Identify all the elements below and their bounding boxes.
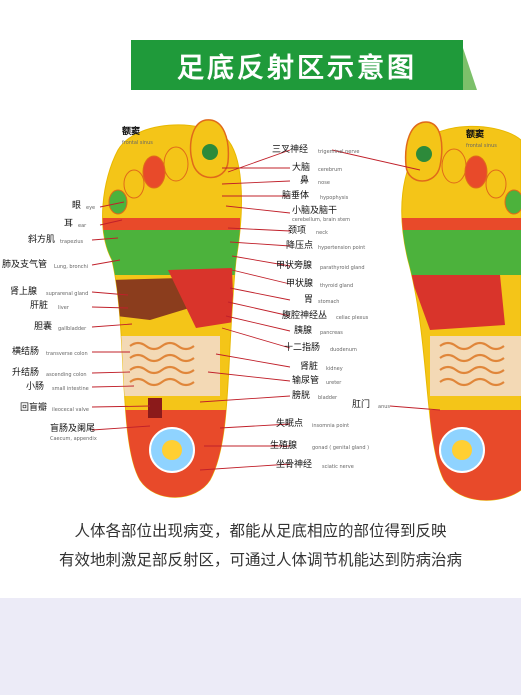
left-heel-gonad-core bbox=[162, 440, 182, 460]
right-shoulder-zone bbox=[401, 218, 521, 230]
left-liver-zone bbox=[108, 278, 196, 320]
right-organ-zone bbox=[410, 275, 505, 330]
right-foot bbox=[401, 121, 521, 501]
right-toe-2 bbox=[441, 148, 467, 184]
left-lung-zone bbox=[102, 230, 240, 275]
right-intestine-coils bbox=[439, 341, 505, 387]
title-banner: 足底反射区示意图 bbox=[131, 40, 463, 90]
foot-reflexology-diagram bbox=[91, 119, 521, 501]
right-toe-3 bbox=[464, 155, 488, 189]
left-shoulder-zone bbox=[102, 218, 240, 230]
leader-lines bbox=[91, 149, 441, 471]
right-colon-zone bbox=[430, 336, 521, 396]
left-toe-5 bbox=[108, 189, 128, 215]
right-toe-5 bbox=[504, 189, 521, 215]
left-pituitary-zone bbox=[202, 144, 218, 160]
caption-line-1: 人体各部位出现病变，都能从足底相应的部位得到反映 bbox=[74, 522, 447, 540]
caption-line-2: 有效地刺激足部反射区，可通过人体调节机能达到防病治病 bbox=[58, 551, 462, 569]
title-banner-shadow bbox=[463, 48, 477, 90]
right-toe-4 bbox=[485, 169, 507, 199]
right-pituitary-zone bbox=[416, 146, 432, 162]
left-toe-4 bbox=[123, 169, 145, 199]
left-toe-3 bbox=[142, 155, 166, 189]
left-organ-zone bbox=[168, 268, 234, 328]
left-bladder-zone bbox=[148, 398, 162, 418]
page-title: 足底反射区示意图 bbox=[177, 52, 417, 84]
right-heel-gonad-core bbox=[452, 440, 472, 460]
right-lung-zone bbox=[401, 230, 521, 275]
bottom-background-band bbox=[0, 598, 521, 695]
left-toe-2 bbox=[163, 146, 189, 182]
left-foot bbox=[102, 119, 242, 498]
left-intestine-coils bbox=[129, 341, 195, 387]
